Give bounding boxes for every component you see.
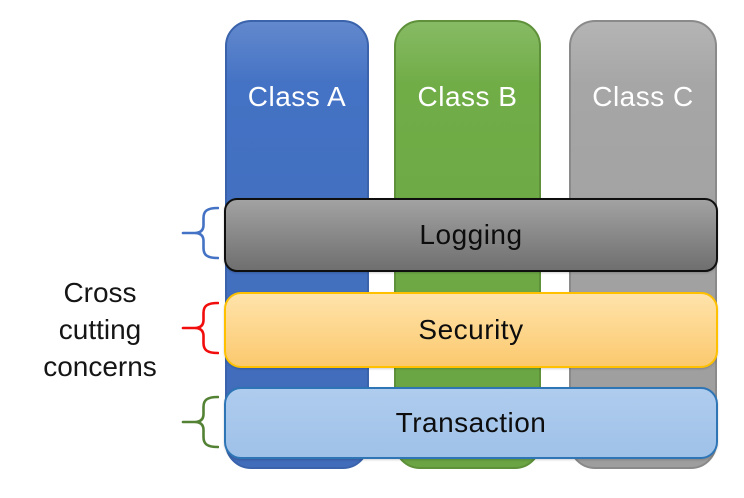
logging-bar: Logging [224,198,718,272]
class-b-label: Class B [417,81,518,112]
transaction-bar: Transaction [224,387,718,459]
transaction-brace-icon [181,394,219,450]
logging-bar-label: Logging [419,219,523,250]
cross-cutting-concerns-label: Cross cutting concerns [10,274,190,385]
security-brace-icon [181,300,219,356]
transaction-bar-label: Transaction [395,407,547,438]
logging-brace-icon [181,205,219,261]
security-bar-label: Security [418,314,524,345]
label-line-2: cutting [58,314,142,345]
class-a-label: Class A [247,81,347,112]
class-c-label: Class C [592,81,694,112]
security-bar: Security [224,292,718,368]
label-line-1: Cross [63,277,137,308]
label-line-3: concerns [43,351,157,382]
